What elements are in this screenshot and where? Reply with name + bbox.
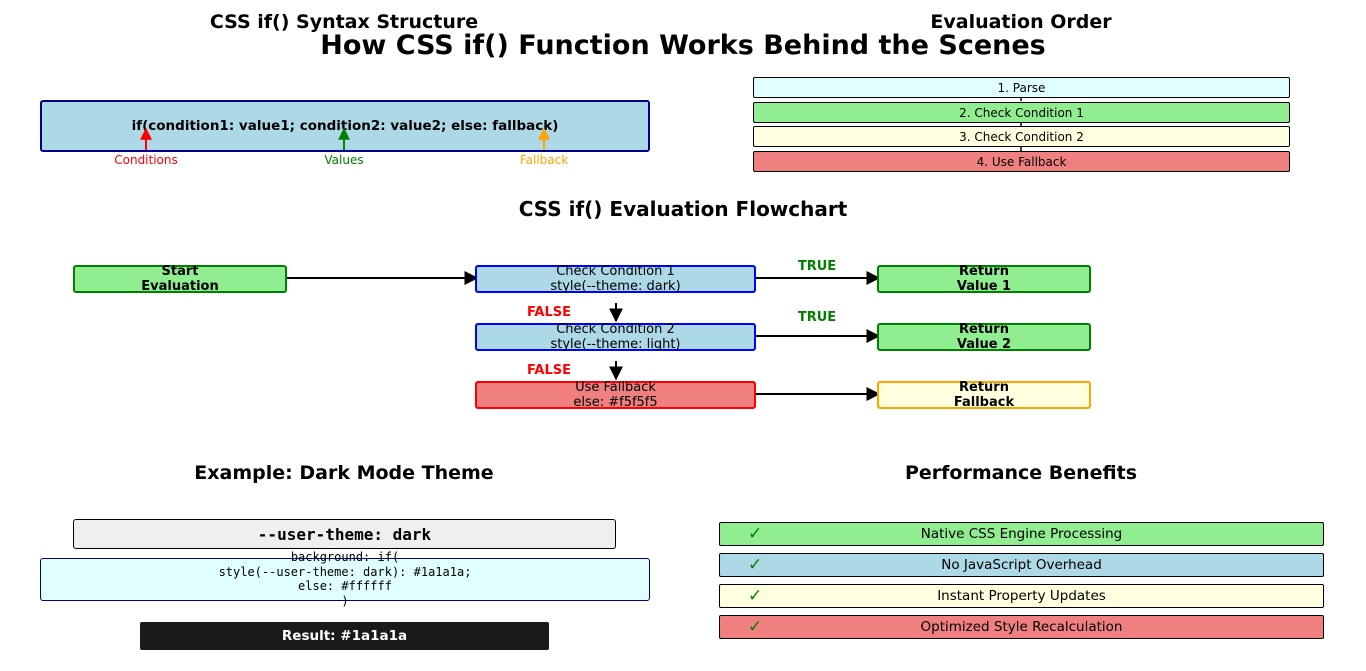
order-step-condition-2: 3. Check Condition 2 — [753, 126, 1290, 147]
node-line: Return — [959, 264, 1009, 279]
true-label: TRUE — [797, 310, 837, 325]
flow-return-value-2-node: Return Value 2 — [877, 322, 1091, 352]
check-icon: ✓ — [748, 586, 763, 606]
node-line: Return — [959, 322, 1009, 337]
order-section-title: Evaluation Order — [930, 11, 1112, 33]
performance-section-title: Performance Benefits — [904, 462, 1138, 484]
result-box: Result: #1a1a1a — [140, 622, 549, 650]
theme-variable-box: --user-theme: dark — [73, 519, 616, 549]
node-line: style(--theme: light) — [550, 337, 681, 352]
performance-item: ✓ Native CSS Engine Processing — [719, 522, 1324, 546]
performance-item-label: Instant Property Updates — [937, 588, 1106, 604]
flow-condition-2-node: Check Condition 2 style(--theme: light) — [475, 322, 756, 352]
node-line: Use Fallback — [575, 380, 656, 395]
node-line: Evaluation — [141, 279, 219, 294]
performance-item: ✓ No JavaScript Overhead — [719, 553, 1324, 577]
performance-item: ✓ Optimized Style Recalculation — [719, 615, 1324, 639]
flow-return-fallback-node: Return Fallback — [877, 380, 1091, 410]
syntax-expression-box: if(condition1: value1; condition2: value… — [40, 100, 650, 152]
order-step-fallback: 4. Use Fallback — [753, 151, 1290, 172]
flow-start-node: Start Evaluation — [73, 264, 287, 294]
node-line: Start — [161, 264, 199, 279]
performance-item-label: Optimized Style Recalculation — [920, 619, 1123, 635]
code-line: ) — [341, 593, 349, 608]
code-line: else: #ffffff — [298, 579, 392, 593]
code-line: background: if( — [290, 550, 400, 564]
annotation-values: Values — [324, 153, 364, 167]
performance-item: ✓ Instant Property Updates — [719, 584, 1324, 608]
true-label: TRUE — [797, 259, 837, 274]
performance-item-label: Native CSS Engine Processing — [920, 526, 1123, 542]
code-box: background: if(style(--user-theme: dark)… — [40, 550, 650, 608]
performance-item-label: No JavaScript Overhead — [941, 557, 1102, 573]
syntax-expression: if(condition1: value1; condition2: value… — [131, 118, 559, 134]
check-icon: ✓ — [748, 555, 763, 575]
node-line: Check Condition 2 — [556, 322, 675, 337]
node-line: Return — [959, 380, 1009, 395]
order-step-label: 4. Use Fallback — [976, 154, 1067, 169]
code-line: style(--user-theme: dark): #1a1a1a; — [218, 564, 472, 579]
syntax-section-title: CSS if() Syntax Structure — [209, 11, 479, 33]
node-line: Fallback — [953, 395, 1015, 410]
order-step-condition-1: 2. Check Condition 1 — [753, 102, 1290, 123]
order-step-label: 1. Parse — [997, 80, 1046, 95]
result-text: Result: #1a1a1a — [281, 628, 408, 644]
check-icon: ✓ — [748, 524, 763, 544]
node-line: style(--theme: dark) — [550, 279, 681, 294]
flow-condition-1-node: Check Condition 1 style(--theme: dark) — [475, 264, 756, 294]
false-label: FALSE — [527, 363, 571, 378]
annotation-conditions: Conditions — [114, 153, 178, 167]
flow-fallback-node: Use Fallback else: #f5f5f5 — [475, 380, 756, 410]
node-line: Value 2 — [956, 337, 1012, 352]
order-step-label: 2. Check Condition 1 — [959, 105, 1084, 120]
node-line: Value 1 — [956, 279, 1012, 294]
order-step-label: 3. Check Condition 2 — [959, 129, 1084, 144]
order-step-parse: 1. Parse — [753, 77, 1290, 98]
false-label: FALSE — [527, 305, 571, 320]
node-line: else: #f5f5f5 — [573, 395, 658, 410]
check-icon: ✓ — [748, 617, 763, 637]
page-title: How CSS if() Function Works Behind the S… — [320, 30, 1046, 61]
node-line: Check Condition 1 — [556, 264, 675, 279]
flow-return-value-1-node: Return Value 1 — [877, 264, 1091, 294]
flowchart-title: CSS if() Evaluation Flowchart — [518, 197, 848, 221]
theme-variable: --user-theme: dark — [257, 524, 432, 544]
example-section-title: Example: Dark Mode Theme — [194, 462, 494, 484]
code-block: background: if(style(--user-theme: dark)… — [41, 550, 649, 608]
annotation-fallback: Fallback — [519, 153, 569, 167]
